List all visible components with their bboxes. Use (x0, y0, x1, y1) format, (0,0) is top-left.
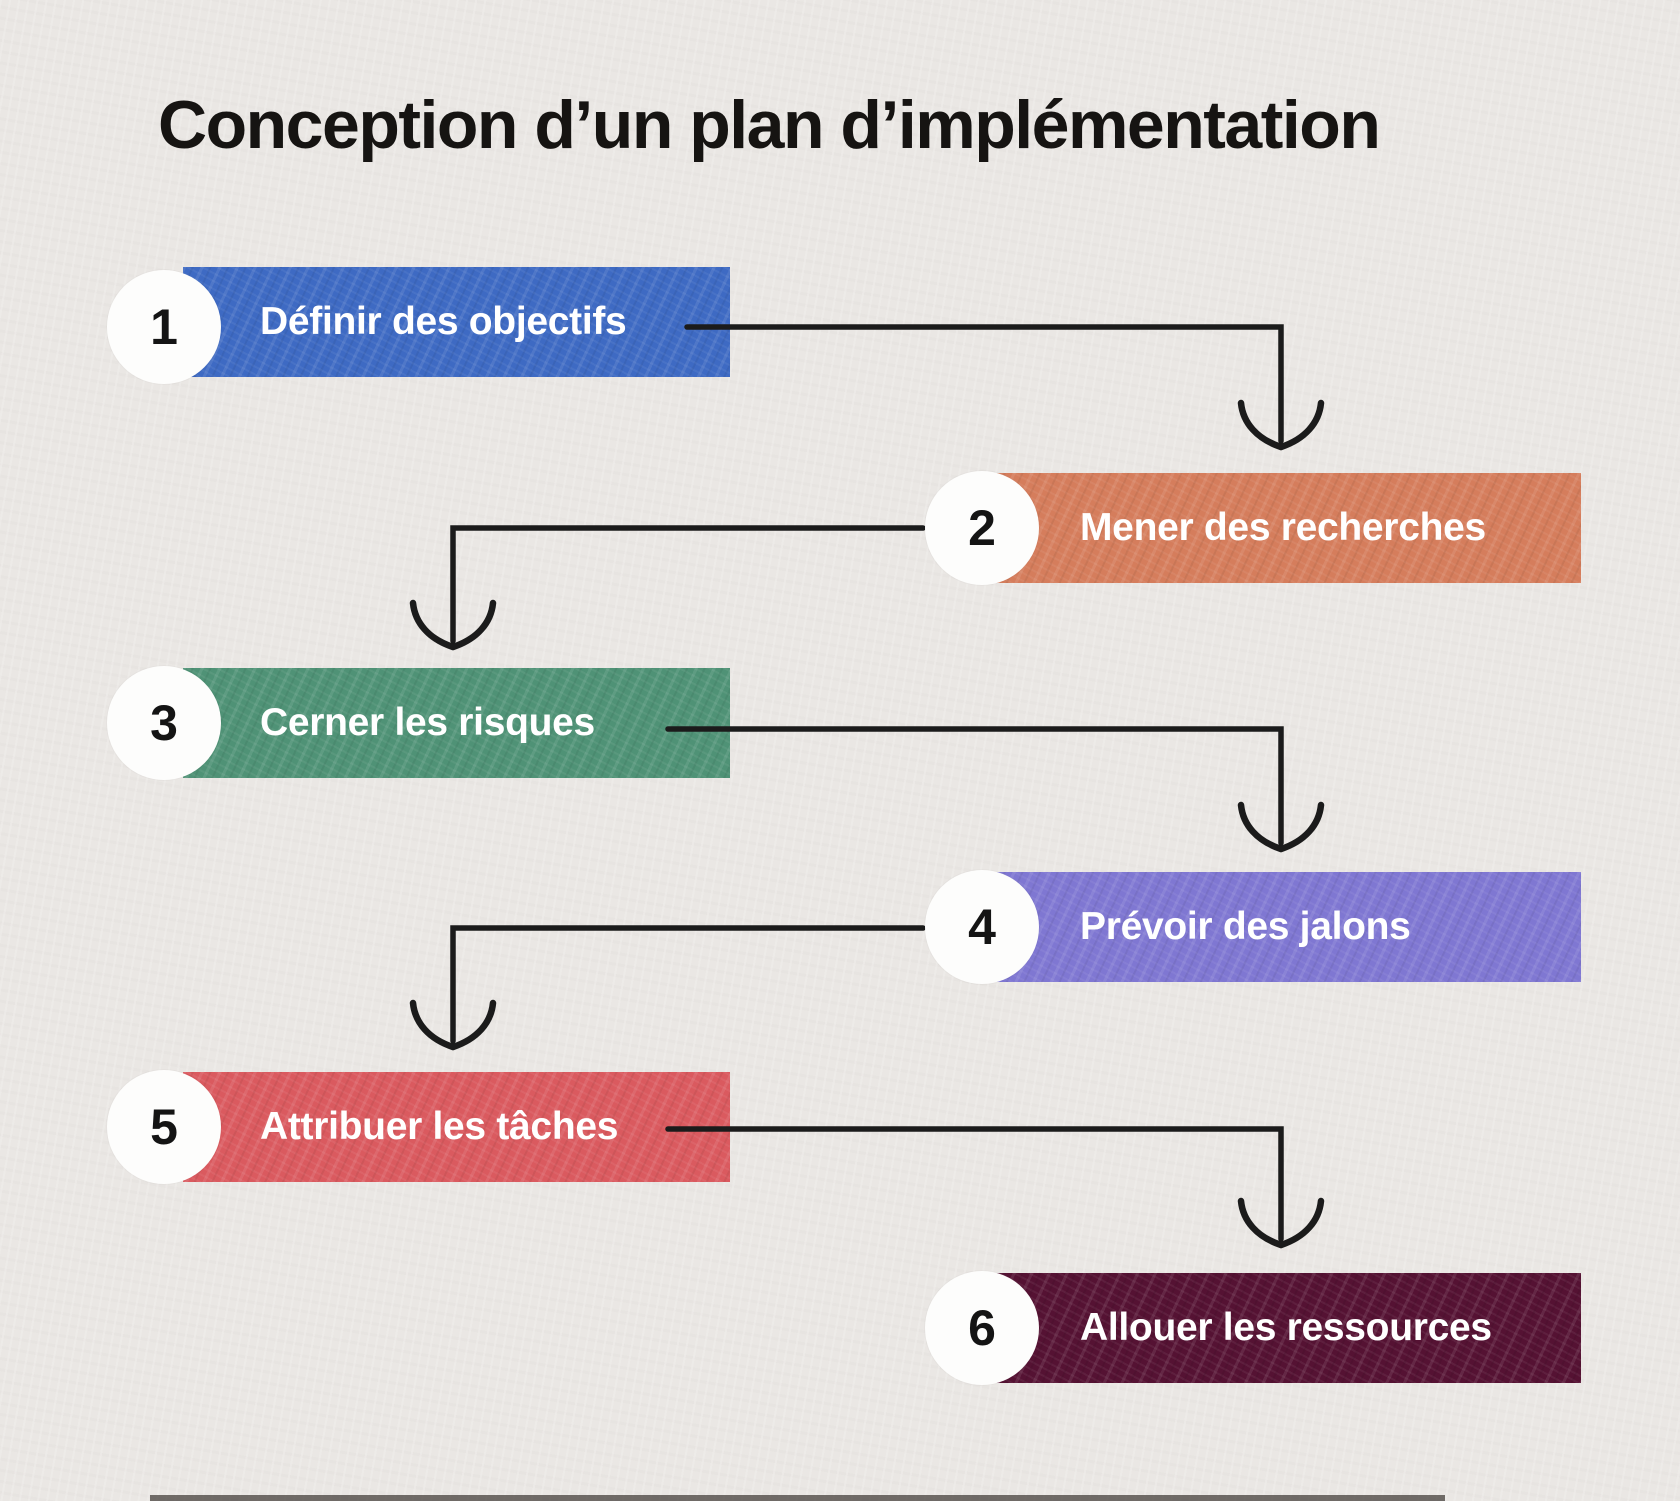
step-6-label: Allouer les ressources (1080, 1306, 1492, 1349)
step-4-bar: Prévoir des jalons (995, 872, 1581, 982)
step-1-label: Définir des objectifs (260, 300, 627, 343)
page-title: Conception d’un plan d’implémentation (158, 87, 1381, 163)
step-4-number: 4 (968, 899, 996, 955)
step-3-label: Cerner les risques (260, 701, 595, 744)
step-1-bar: Définir des objectifs (183, 267, 730, 377)
arrowhead-2-3-icon (409, 599, 497, 651)
step-3-bar: Cerner les risques (183, 668, 730, 778)
step-4-label: Prévoir des jalons (1080, 905, 1411, 948)
step-4-number-badge: 4 (925, 870, 1039, 984)
step-5-number-badge: 5 (107, 1070, 221, 1184)
step-3-number: 3 (150, 695, 178, 751)
connector-3-4 (665, 726, 1284, 846)
step-2-number-badge: 2 (925, 471, 1039, 585)
step-6-bar: Allouer les ressources (995, 1273, 1581, 1383)
step-5-label: Attribuer les tâches (260, 1105, 619, 1148)
bottom-cropped-element (150, 1495, 1445, 1501)
arrowhead-4-5-icon (409, 999, 497, 1051)
step-1-number-badge: 1 (107, 270, 221, 384)
connector-5-6 (665, 1126, 1284, 1242)
step-2-label: Mener des recherches (1080, 506, 1486, 549)
connector-2-3 (450, 525, 926, 644)
arrowhead-3-4-icon (1237, 801, 1325, 853)
arrowhead-5-6-icon (1237, 1197, 1325, 1249)
step-5-bar: Attribuer les tâches (183, 1072, 730, 1182)
step-6-number-badge: 6 (925, 1271, 1039, 1385)
connector-4-5 (450, 925, 926, 1044)
step-3-number-badge: 3 (107, 666, 221, 780)
step-1-number: 1 (150, 299, 178, 355)
step-5-number: 5 (150, 1099, 178, 1155)
connector-1-2 (684, 324, 1284, 444)
arrowhead-1-2-icon (1237, 399, 1325, 451)
step-2-number: 2 (968, 500, 996, 556)
step-2-bar: Mener des recherches (995, 473, 1581, 583)
step-6-number: 6 (968, 1300, 996, 1356)
